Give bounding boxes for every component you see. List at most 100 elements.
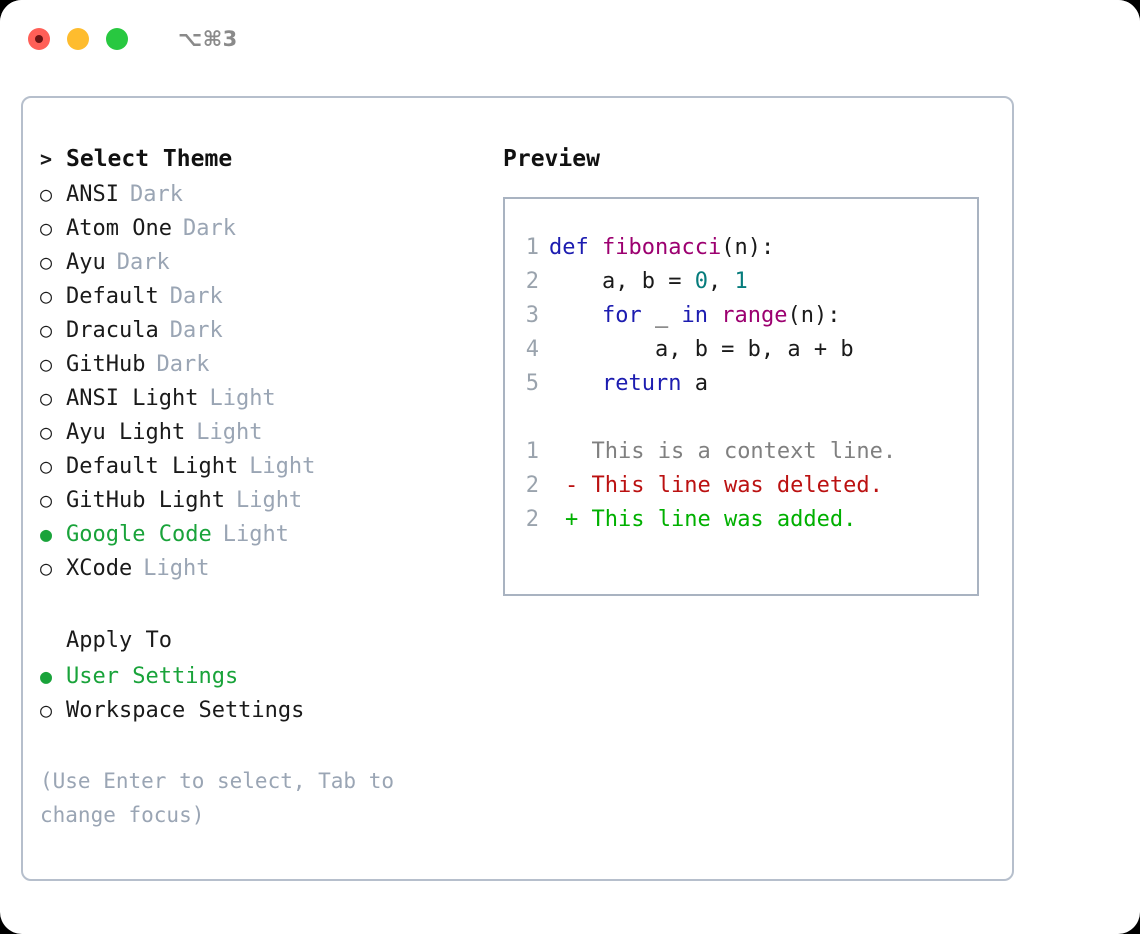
page-title: Select Theme bbox=[66, 146, 233, 172]
diff-marker: + bbox=[565, 507, 579, 532]
theme-variant-badge: Light bbox=[249, 454, 316, 479]
radio-unselected-icon: ○ bbox=[40, 284, 53, 308]
apply-to-option[interactable]: ● User Settings bbox=[40, 664, 503, 698]
theme-variant-badge: Dark bbox=[182, 216, 236, 241]
spacer bbox=[40, 590, 503, 628]
theme-list-item[interactable]: ○ Default Light Light bbox=[40, 454, 503, 488]
code-line: 5 return a bbox=[505, 371, 977, 405]
close-window-button[interactable] bbox=[28, 28, 50, 50]
apply-to-heading: ○ Apply To bbox=[40, 628, 503, 664]
traffic-light-group bbox=[28, 28, 128, 50]
preview-title: Preview bbox=[503, 146, 600, 172]
diff-line-number: 1 bbox=[525, 439, 539, 464]
theme-name-label: Default bbox=[66, 284, 159, 309]
theme-name-label: XCode bbox=[66, 556, 133, 581]
theme-list-item[interactable]: ○ XCode Light bbox=[40, 556, 503, 590]
theme-variant-badge: Dark bbox=[169, 284, 223, 309]
theme-name-label: Dracula bbox=[66, 318, 159, 343]
code-token-plain: , bbox=[707, 269, 735, 294]
code-line: 4 a, b = b, a + b bbox=[505, 337, 977, 371]
theme-name-label: Google Code bbox=[66, 522, 212, 547]
code-token-plain: (n): bbox=[787, 303, 841, 328]
close-icon bbox=[35, 35, 43, 43]
line-number: 2 bbox=[525, 269, 539, 294]
diff-line-text: This is a context line. bbox=[578, 439, 897, 464]
diff-line: 2+ This line was added. bbox=[505, 507, 977, 541]
theme-list-item[interactable]: ● Google Code Light bbox=[40, 522, 503, 556]
line-number: 1 bbox=[525, 235, 539, 260]
code-token-plain: (n): bbox=[721, 235, 775, 260]
radio-unselected-icon: ○ bbox=[40, 488, 53, 512]
apply-to-option[interactable]: ○Workspace Settings bbox=[40, 698, 503, 732]
theme-name-label: Ayu Light bbox=[66, 420, 186, 445]
code-token-plain: _ bbox=[641, 303, 682, 328]
theme-name-label: ANSI Light bbox=[66, 386, 199, 411]
theme-variant-badge: Light bbox=[209, 386, 276, 411]
code-line-text: a, b = 0, 1 bbox=[549, 269, 748, 294]
code-line: 2 a, b = 0, 1 bbox=[505, 269, 977, 303]
code-line-text: a, b = b, a + b bbox=[549, 337, 854, 362]
code-line-text: return a bbox=[549, 371, 708, 396]
code-token-plain bbox=[549, 371, 602, 396]
line-number: 5 bbox=[525, 371, 539, 396]
code-token-plain: a, b = bbox=[549, 269, 695, 294]
radio-unselected-icon: ○ bbox=[40, 386, 53, 410]
theme-variant-badge: Light bbox=[235, 488, 303, 513]
code-token-plain bbox=[549, 303, 602, 328]
radio-unselected-icon: ○ bbox=[40, 454, 53, 478]
keyboard-hint-text: (Use Enter to select, Tab to change focu… bbox=[40, 769, 395, 827]
radio-unselected-icon: ○ bbox=[40, 352, 53, 376]
code-diff-separator bbox=[505, 405, 977, 439]
theme-variant-badge: Light bbox=[143, 556, 210, 581]
code-token-num: 0 bbox=[694, 269, 708, 294]
line-number: 4 bbox=[525, 337, 539, 362]
theme-variant-badge: Dark bbox=[169, 318, 223, 343]
radio-unselected-icon: ○ bbox=[40, 216, 53, 240]
minimize-window-button[interactable] bbox=[67, 28, 89, 50]
code-token-plain bbox=[708, 303, 721, 328]
diff-sample: 1 This is a context line. 2- This line wa… bbox=[505, 439, 977, 541]
radio-selected-icon: ● bbox=[40, 522, 53, 546]
theme-name-label: ANSI bbox=[66, 182, 119, 207]
diff-line-text: This line was added. bbox=[578, 507, 857, 532]
diff-marker: - bbox=[565, 473, 579, 498]
apply-to-option-label: User Settings bbox=[66, 664, 239, 689]
theme-list-item[interactable]: ○ Default Dark bbox=[40, 284, 503, 318]
maximize-window-button[interactable] bbox=[106, 28, 128, 50]
radio-unselected-icon: ○ bbox=[40, 250, 53, 274]
theme-variant-badge: Light bbox=[222, 522, 289, 547]
code-token-kw: def bbox=[549, 235, 602, 260]
code-line: 1 def fibonacci(n): bbox=[505, 235, 977, 269]
radio-unselected-icon: ○ bbox=[40, 556, 53, 580]
code-token-fn: fibonacci bbox=[601, 235, 722, 260]
code-token-kw: for bbox=[601, 303, 642, 328]
apply-to-label: Apply To bbox=[66, 628, 172, 653]
code-token-kw: in bbox=[681, 303, 708, 328]
theme-variant-badge: Dark bbox=[129, 182, 183, 207]
theme-name-label: Default Light bbox=[66, 454, 239, 479]
code-token-plain: a bbox=[681, 371, 708, 396]
code-line-text: for _ in range(n): bbox=[549, 303, 840, 328]
theme-variant-badge: Dark bbox=[116, 250, 170, 275]
diff-line: 2- This line was deleted. bbox=[505, 473, 977, 507]
radio-selected-icon: ● bbox=[40, 664, 53, 688]
theme-panel-heading: > Select Theme bbox=[40, 146, 503, 182]
theme-variant-badge: Light bbox=[196, 420, 263, 445]
diff-marker bbox=[549, 439, 578, 464]
apply-to-indent-spacer: ○ bbox=[40, 628, 66, 652]
code-token-fn: range bbox=[721, 303, 788, 328]
code-token-num: 1 bbox=[734, 269, 748, 294]
theme-list-item[interactable]: ○ ANSI Light Light bbox=[40, 386, 503, 420]
